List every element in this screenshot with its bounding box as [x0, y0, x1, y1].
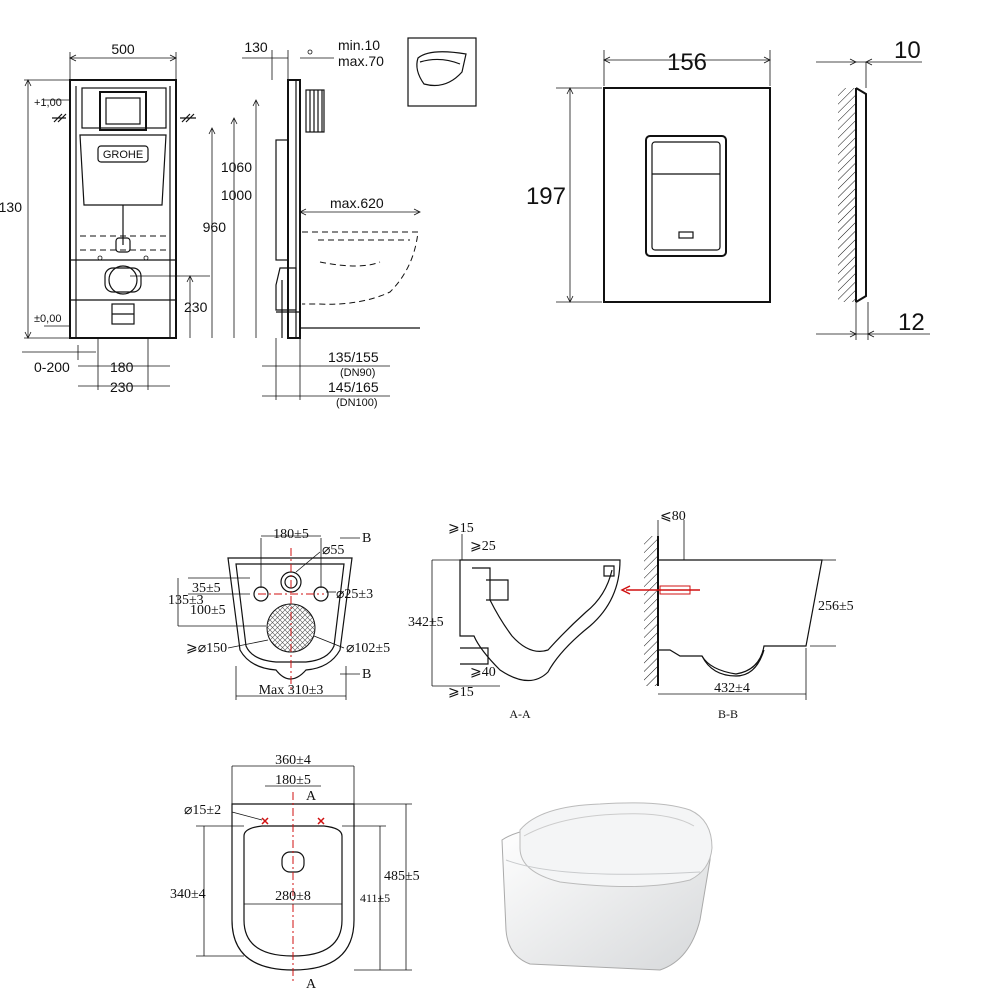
- dim-197: 197: [526, 183, 566, 210]
- dim-25: ⌀25±3: [336, 587, 373, 602]
- dim-dn90: (DN90): [340, 367, 375, 379]
- dim-15-holes: ⌀15±2: [184, 803, 221, 818]
- dim-411: 411±5: [360, 891, 390, 905]
- dim-15-bottom: ⩾15: [448, 685, 474, 700]
- dim-dn100: (DN100): [336, 397, 378, 409]
- dim-zero: ±0,00: [34, 313, 61, 325]
- caption-a-a: A-A: [509, 707, 531, 721]
- dim-230-bottom: 230: [110, 379, 134, 395]
- section-a-a: 342±5 ⩾15 ⩾25 ⩾40 ⩾15 A-A: [408, 521, 621, 721]
- dim-12: 12: [898, 309, 925, 336]
- toilet-thumbnail: [407, 37, 477, 107]
- dim-max620: max.620: [330, 195, 384, 211]
- dim-35: 35±5: [192, 581, 221, 596]
- dim-145-165: 145/165: [328, 379, 379, 395]
- dim-360: 360±4: [275, 753, 311, 768]
- flush-plate-drawing: 156 197 10 12: [526, 37, 930, 340]
- dim-180-back: 180±5: [273, 527, 309, 542]
- label-b-top: B: [362, 531, 371, 546]
- dim-135-back: 135±3: [168, 593, 204, 608]
- dim-55: ⌀55: [322, 543, 344, 558]
- dim-25-aa: ⩾25: [470, 539, 496, 554]
- dim-plus-1: +1,00: [34, 97, 62, 109]
- section-b-b: ⩽80 256±5 432±4 B-B: [620, 509, 854, 721]
- dim-max70: max.70: [338, 53, 384, 69]
- dim-80: ⩽80: [660, 509, 686, 524]
- bowl-top-view: 360±4 180±5 A ⌀15±2 340±4 280±8 411±5 48…: [170, 753, 420, 992]
- dim-40: ⩾40: [470, 665, 496, 680]
- dim-340: 340±4: [170, 887, 206, 902]
- dim-180-bottom: 180: [110, 359, 134, 375]
- dim-256: 256±5: [818, 599, 854, 614]
- dim-100: 100±5: [190, 603, 226, 618]
- dim-135-155: 135/155: [328, 349, 379, 365]
- dim-485: 485±5: [384, 869, 420, 884]
- dim-102: ⌀102±5: [346, 641, 390, 656]
- dim-1130: 1130: [0, 199, 22, 215]
- dim-500: 500: [111, 41, 135, 57]
- dim-1060: 1060: [221, 159, 252, 175]
- dim-180-top: 180±5: [275, 773, 311, 788]
- dim-230-height: 230: [184, 299, 208, 315]
- bowl-back-view: 180±5 B ⌀55 35±5 135±3 100±5 ⌀25±3 ⩾⌀150…: [168, 527, 390, 700]
- dim-130: 130: [244, 39, 268, 55]
- dim-960: 960: [203, 219, 227, 235]
- dim-150: ⩾⌀150: [186, 641, 227, 656]
- dim-10: 10: [894, 37, 921, 64]
- dim-156: 156: [667, 49, 707, 76]
- label-b-bottom: B: [362, 667, 371, 682]
- dim-342: 342±5: [408, 615, 444, 630]
- dim-1000: 1000: [221, 187, 252, 203]
- dim-432: 432±4: [714, 681, 750, 696]
- dim-min10: min.10: [338, 37, 380, 53]
- grohe-brand-label: GROHE: [103, 149, 143, 161]
- dim-310: Max 310±3: [259, 683, 324, 698]
- dim-280: 280±8: [275, 889, 311, 904]
- caption-b-b: B-B: [718, 707, 738, 721]
- label-a-top: A: [306, 789, 317, 804]
- installation-frame-drawing: GROHE 1130 +1,: [0, 37, 477, 409]
- toilet-product-image: [501, 802, 713, 971]
- dim-15-top: ⩾15: [448, 521, 474, 536]
- label-a-bottom: A: [306, 977, 317, 992]
- dim-0-200: 0-200: [34, 359, 70, 375]
